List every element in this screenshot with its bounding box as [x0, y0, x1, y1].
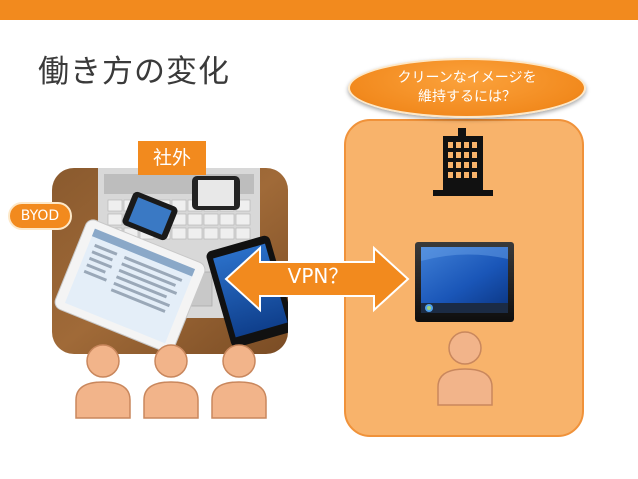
vpn-label: VPN？ — [287, 264, 349, 288]
tablet-icon — [54, 219, 206, 353]
vpn-double-arrow — [224, 245, 410, 313]
smartphone-icon — [192, 176, 240, 210]
monitor-icon — [415, 242, 514, 322]
top-accent-bar — [0, 0, 638, 20]
outside-label: 社外 — [138, 141, 206, 175]
question-line-1: クリーンなイメージを — [397, 70, 537, 86]
person-icon — [437, 331, 493, 406]
person-icon — [75, 344, 131, 419]
byod-label: BYOD — [8, 202, 72, 230]
question-bubble: クリーンなイメージを 維持するには？ — [348, 58, 586, 118]
office-building-icon — [433, 128, 493, 196]
person-icon — [143, 344, 199, 419]
person-icon — [211, 344, 267, 419]
slide-title: 働き方の変化 — [38, 54, 230, 90]
question-line-2: 維持するには？ — [418, 89, 516, 105]
smartphone-icon — [122, 191, 178, 241]
